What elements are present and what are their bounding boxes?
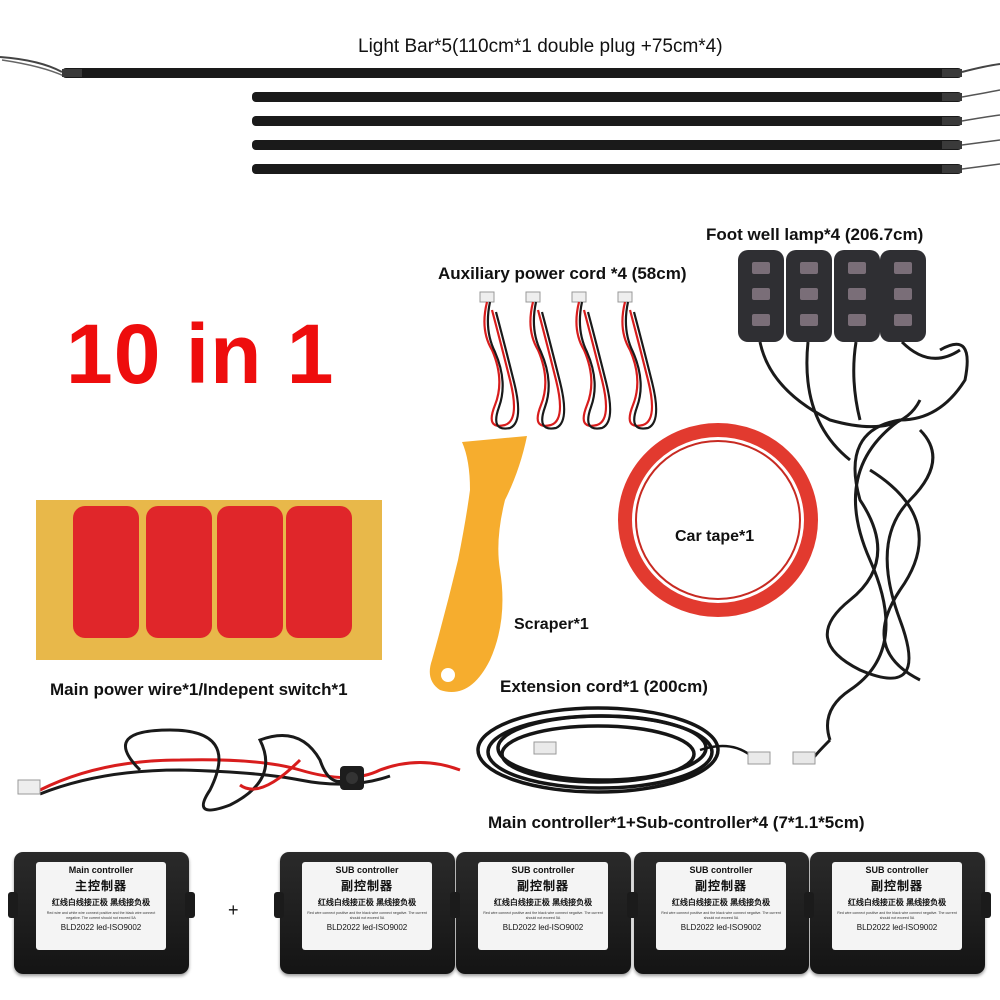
controller-model: BLD2022 led-ISO9002 [680,923,762,933]
headline-10-in-1: 10 in 1 [66,307,335,401]
controller-label: SUB controller 副控制器 红线白线接正极 黑线接负极 Red wi… [478,862,608,950]
light-bar-2 [252,116,962,126]
sub-controller-2: SUB controller 副控制器 红线白线接正极 黑线接负极 Red wi… [450,852,637,974]
controller-model: BLD2022 led-ISO9002 [856,923,938,933]
controller-model: BLD2022 led-ISO9002 [60,923,142,933]
scraper [429,436,527,692]
scraper-caption: Scraper*1 [514,616,589,633]
controller-label: SUB controller 副控制器 红线白线接正极 黑线接负极 Red wi… [302,862,432,950]
controller-title: SUB controller [335,865,399,875]
adhesive-pads [36,500,382,660]
main-controller: Main controller 主控制器 红线白线接正极 黑线接负极 Red w… [8,852,195,974]
car-tape [618,423,818,617]
controller-fine-print: Red wire connect positive and the black … [483,911,603,920]
light-bars [0,56,1000,174]
light-bar-3 [252,140,962,150]
foot-well-caption: Foot well lamp*4 (206.7cm) [706,225,924,244]
controller-fine-print: Red wire and white wire connect positive… [46,911,156,920]
plus-sign: + [228,900,239,920]
controller-cn-title: 副控制器 [694,879,747,893]
controller-cn-note: 红线白线接正极 黑线接负极 [671,898,771,907]
controller-fine-print: Red wire connect positive and the black … [837,911,957,920]
sub-controller-3: SUB controller 副控制器 红线白线接正极 黑线接负极 Red wi… [628,852,815,974]
car-tape-caption: Car tape*1 [675,528,755,545]
controller-cn-title: 副控制器 [340,879,393,893]
controller-model: BLD2022 led-ISO9002 [326,923,408,933]
light-bar-4 [252,164,962,174]
controller-cn-title: 主控制器 [74,879,127,893]
sub-controller-4: SUB controller 副控制器 红线白线接正极 黑线接负极 Red wi… [804,852,991,974]
controller-model: BLD2022 led-ISO9002 [502,923,584,933]
controller-title: SUB controller [865,865,929,875]
controller-fine-print: Red wire connect positive and the black … [307,911,427,920]
main-power-wire [17,728,461,812]
foot-well-lamps [738,250,969,765]
controller-label: SUB controller 副控制器 红线白线接正极 黑线接负极 Red wi… [832,862,962,950]
controller-cn-title: 副控制器 [870,879,923,893]
controller-title: SUB controller [511,865,575,875]
extension-cord [476,706,751,794]
controller-cn-note: 红线白线接正极 黑线接负极 [317,898,417,907]
aux-power-caption: Auxiliary power cord *4 (58cm) [438,264,687,283]
controller-cn-note: 红线白线接正极 黑线接负极 [847,898,947,907]
controller-cn-note: 红线白线接正极 黑线接负极 [493,898,593,907]
light-bar-long [62,68,962,78]
controllers-caption: Main controller*1+Sub-controller*4 (7*1.… [488,813,865,832]
controller-fine-print: Red wire connect positive and the black … [661,911,781,920]
extension-caption: Extension cord*1 (200cm) [500,677,708,696]
main-power-caption: Main power wire*1/Indepent switch*1 [50,680,348,699]
sub-controller-1: SUB controller 副控制器 红线白线接正极 黑线接负极 Red wi… [274,852,461,974]
controller-cn-note: 红线白线接正极 黑线接负极 [51,898,151,907]
light-bar-1 [252,92,962,102]
controller-cn-title: 副控制器 [516,879,569,893]
controller-title: Main controller [68,865,134,875]
controller-label: Main controller 主控制器 红线白线接正极 黑线接负极 Red w… [36,862,166,950]
controller-label: SUB controller 副控制器 红线白线接正极 黑线接负极 Red wi… [656,862,786,950]
light-bar-caption: Light Bar*5(110cm*1 double plug +75cm*4) [358,36,723,57]
controller-title: SUB controller [689,865,753,875]
aux-power-cords [479,291,658,430]
